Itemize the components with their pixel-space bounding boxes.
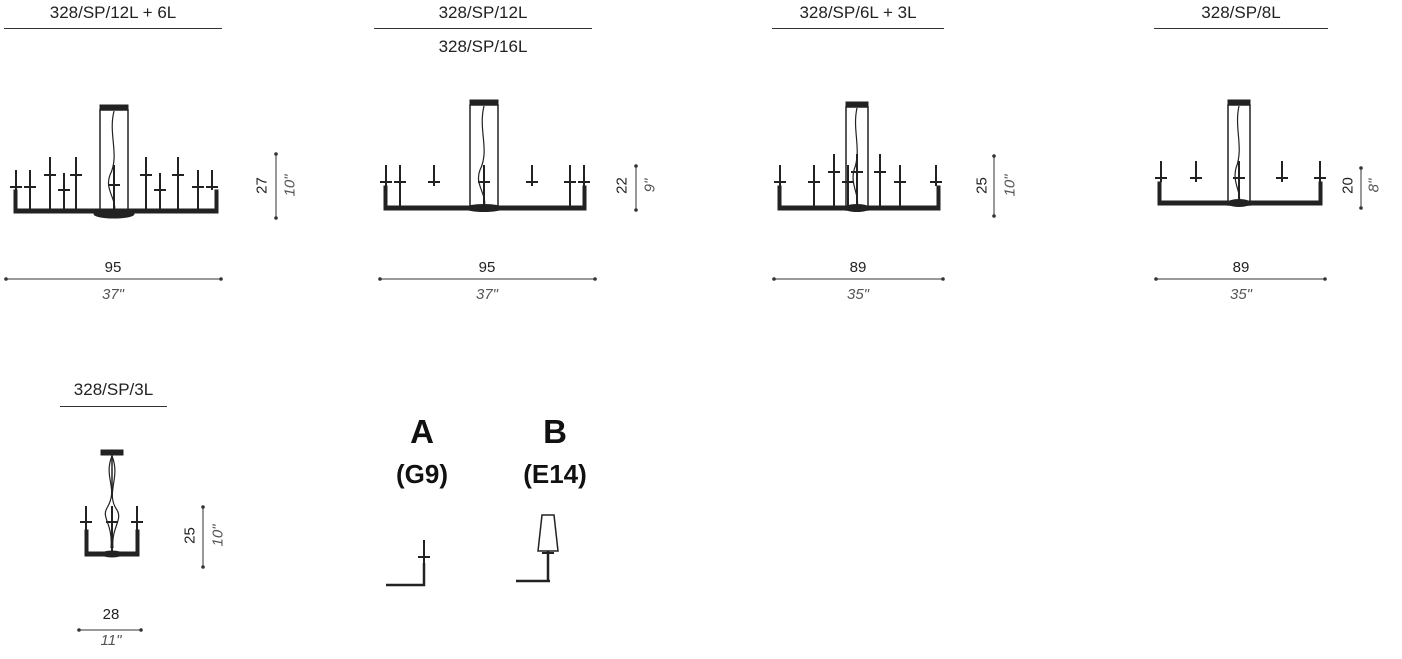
width-cm: 95 bbox=[104, 259, 122, 276]
height-dimension-line bbox=[992, 154, 996, 218]
model-code: 328/SP/6L + 3L bbox=[799, 3, 917, 22]
chandelier-3-lights-icon bbox=[80, 449, 143, 558]
title-underline bbox=[1154, 28, 1328, 29]
bulb-letter: B bbox=[543, 413, 567, 450]
bulb-socket: (E14) bbox=[523, 459, 587, 489]
height-dimension-line bbox=[274, 152, 278, 220]
title-underline bbox=[772, 28, 944, 29]
model-code: 328/SP/3L bbox=[73, 380, 154, 399]
height-in: 10" bbox=[209, 524, 227, 547]
height-in: 8" bbox=[1365, 178, 1383, 193]
width-in: 35" bbox=[846, 286, 869, 303]
chandelier-9-lights-icon bbox=[774, 101, 942, 212]
model-code: 328/SP/12L + 6L bbox=[49, 3, 177, 22]
width-dimension-line bbox=[77, 628, 143, 632]
width-in: 11" bbox=[100, 632, 122, 649]
model-328-sp-8l: 328/SP/8L 20 8" 89 35" bbox=[1140, 0, 1402, 310]
bulb-letter: A bbox=[410, 413, 434, 450]
height-dimension-line bbox=[1359, 166, 1363, 210]
height-cm: 27 bbox=[253, 177, 271, 194]
width-dimension-line bbox=[1154, 277, 1327, 281]
model-328-sp-3l: 328/SP/3L 25 10" 28 11" bbox=[40, 370, 260, 659]
width-cm: 95 bbox=[478, 259, 496, 276]
title-underline bbox=[374, 28, 592, 29]
height-cm: 22 bbox=[613, 177, 631, 194]
width-cm: 89 bbox=[849, 259, 867, 276]
chandelier-8-lights-icon bbox=[1155, 99, 1326, 207]
model-328-sp-12l-6l: 328/SP/12L + 6L bbox=[0, 0, 300, 310]
model-328-sp-6l-3l: 328/SP/6L + 3L 25 10" bbox=[760, 0, 1060, 310]
height-in: 9" bbox=[641, 178, 659, 193]
model-328-sp-12l-16l: 328/SP/12L 328/SP/16L 22 9" bbox=[360, 0, 680, 310]
width-in: 35" bbox=[1229, 286, 1252, 303]
chandelier-12-16-lights-icon bbox=[380, 99, 590, 212]
width-dimension-line bbox=[378, 277, 597, 281]
height-dimension-line bbox=[634, 164, 638, 212]
bulb-type-b: B (E14) bbox=[510, 405, 610, 595]
height-in: 10" bbox=[1001, 174, 1019, 197]
width-in: 37" bbox=[475, 286, 498, 303]
height-cm: 25 bbox=[973, 177, 991, 194]
bulb-socket: (G9) bbox=[396, 459, 448, 489]
height-dimension-line bbox=[201, 505, 205, 569]
width-dimension-line bbox=[772, 277, 945, 281]
chandelier-18-lights-icon bbox=[10, 104, 219, 219]
width-in: 37" bbox=[101, 286, 124, 303]
height-in: 10" bbox=[281, 174, 299, 197]
height-cm: 20 bbox=[1339, 177, 1357, 194]
height-cm: 25 bbox=[181, 527, 199, 544]
title-underline bbox=[60, 406, 167, 407]
model-code: 328/SP/12L bbox=[438, 3, 528, 22]
bulb-type-a: A (G9) bbox=[380, 405, 470, 595]
width-dimension-line bbox=[4, 277, 223, 281]
title-underline bbox=[4, 28, 222, 29]
model-code-alt: 328/SP/16L bbox=[438, 37, 528, 56]
g9-bulb-arm-icon bbox=[386, 540, 430, 587]
width-cm: 89 bbox=[1232, 259, 1250, 276]
e14-shade-arm-icon bbox=[516, 514, 559, 583]
width-cm: 28 bbox=[102, 606, 120, 623]
model-code: 328/SP/8L bbox=[1201, 3, 1281, 22]
